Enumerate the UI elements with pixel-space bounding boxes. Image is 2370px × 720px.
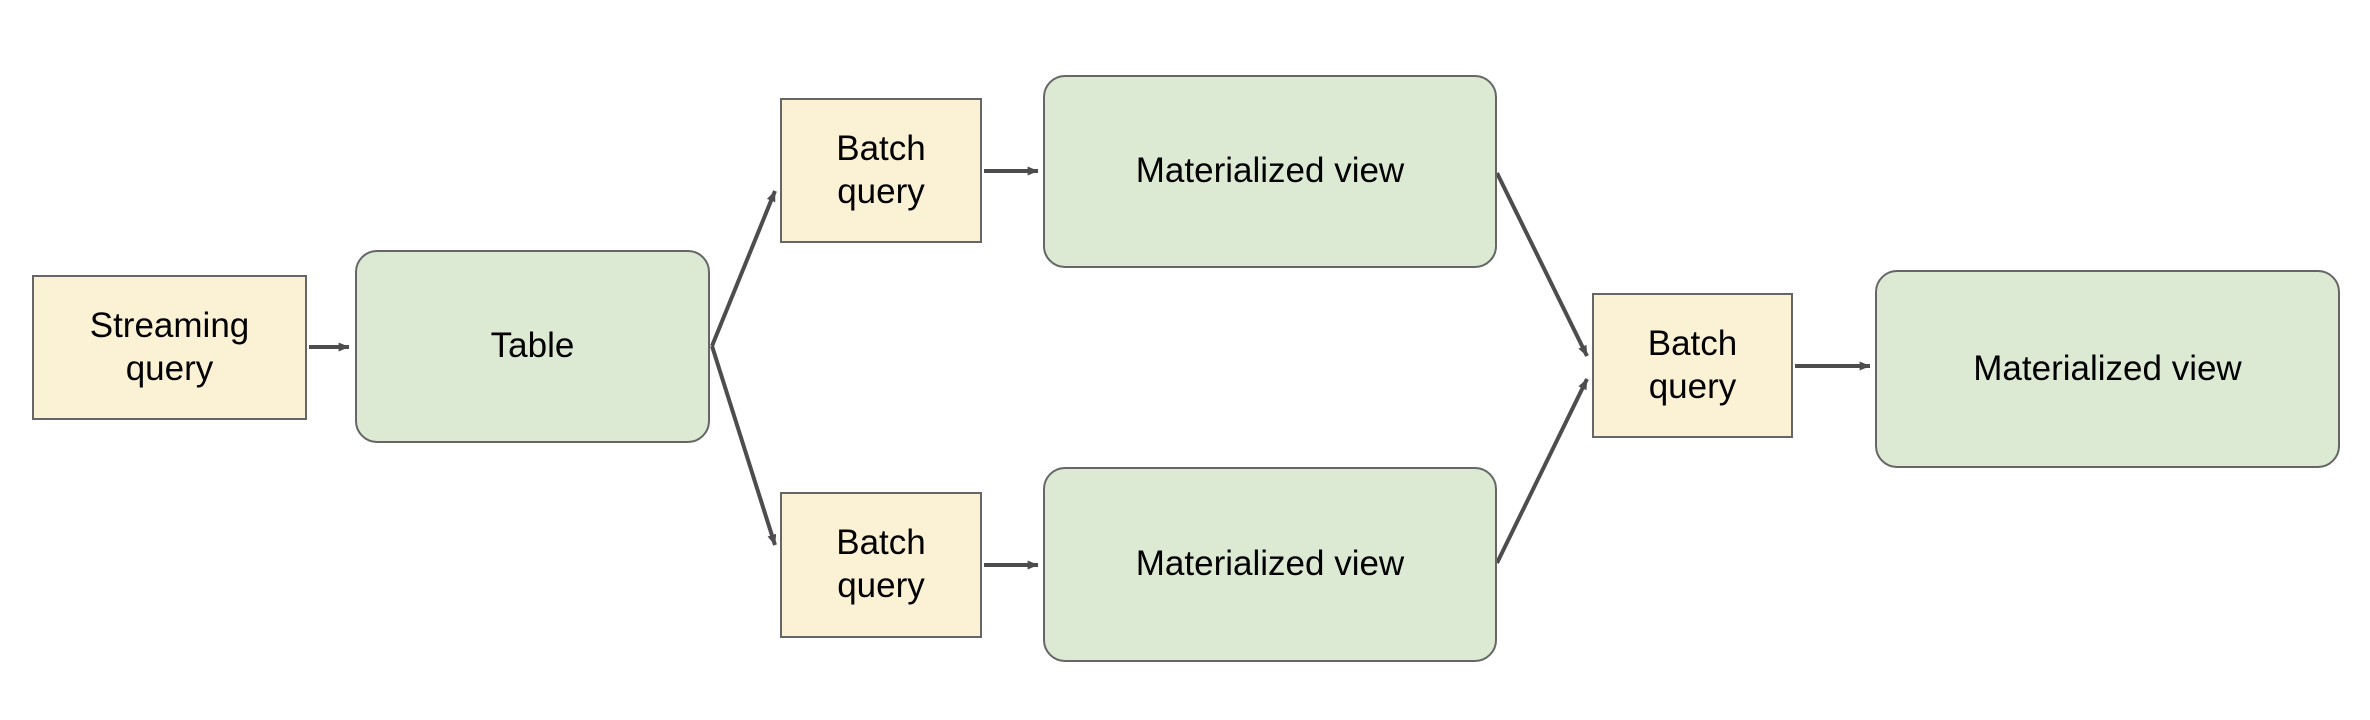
edge-mv-bottom-to-batch-merge <box>1495 378 1589 564</box>
edge-mv-top-to-batch-merge <box>1495 172 1589 357</box>
node-label-streaming-query: Streaming query <box>89 305 250 388</box>
node-label-materialized-view-final: Materialized view <box>1973 348 2242 388</box>
node-table[interactable]: Table <box>355 250 710 443</box>
node-materialized-view-top[interactable]: Materialized view <box>1043 75 1497 268</box>
node-batch-query-top[interactable]: Batch query <box>780 98 982 243</box>
node-batch-query-merge[interactable]: Batch query <box>1592 293 1793 438</box>
node-label-table: Table <box>490 326 575 366</box>
edge-table-to-batch-top <box>710 190 777 347</box>
node-materialized-view-bottom[interactable]: Materialized view <box>1043 467 1497 662</box>
node-label-materialized-view-bottom: Materialized view <box>1135 544 1405 584</box>
node-streaming-query[interactable]: Streaming query <box>32 275 307 420</box>
edge-table-to-batch-bottom <box>710 345 777 546</box>
node-label-batch-query-bottom: Batch query <box>836 523 926 605</box>
node-label-materialized-view-top: Materialized view <box>1135 151 1405 191</box>
node-label-batch-query-merge: Batch query <box>1647 323 1738 406</box>
node-materialized-view-final[interactable]: Materialized view <box>1875 270 2340 468</box>
node-batch-query-bottom[interactable]: Batch query <box>780 492 982 638</box>
node-label-batch-query-top: Batch query <box>836 128 926 211</box>
